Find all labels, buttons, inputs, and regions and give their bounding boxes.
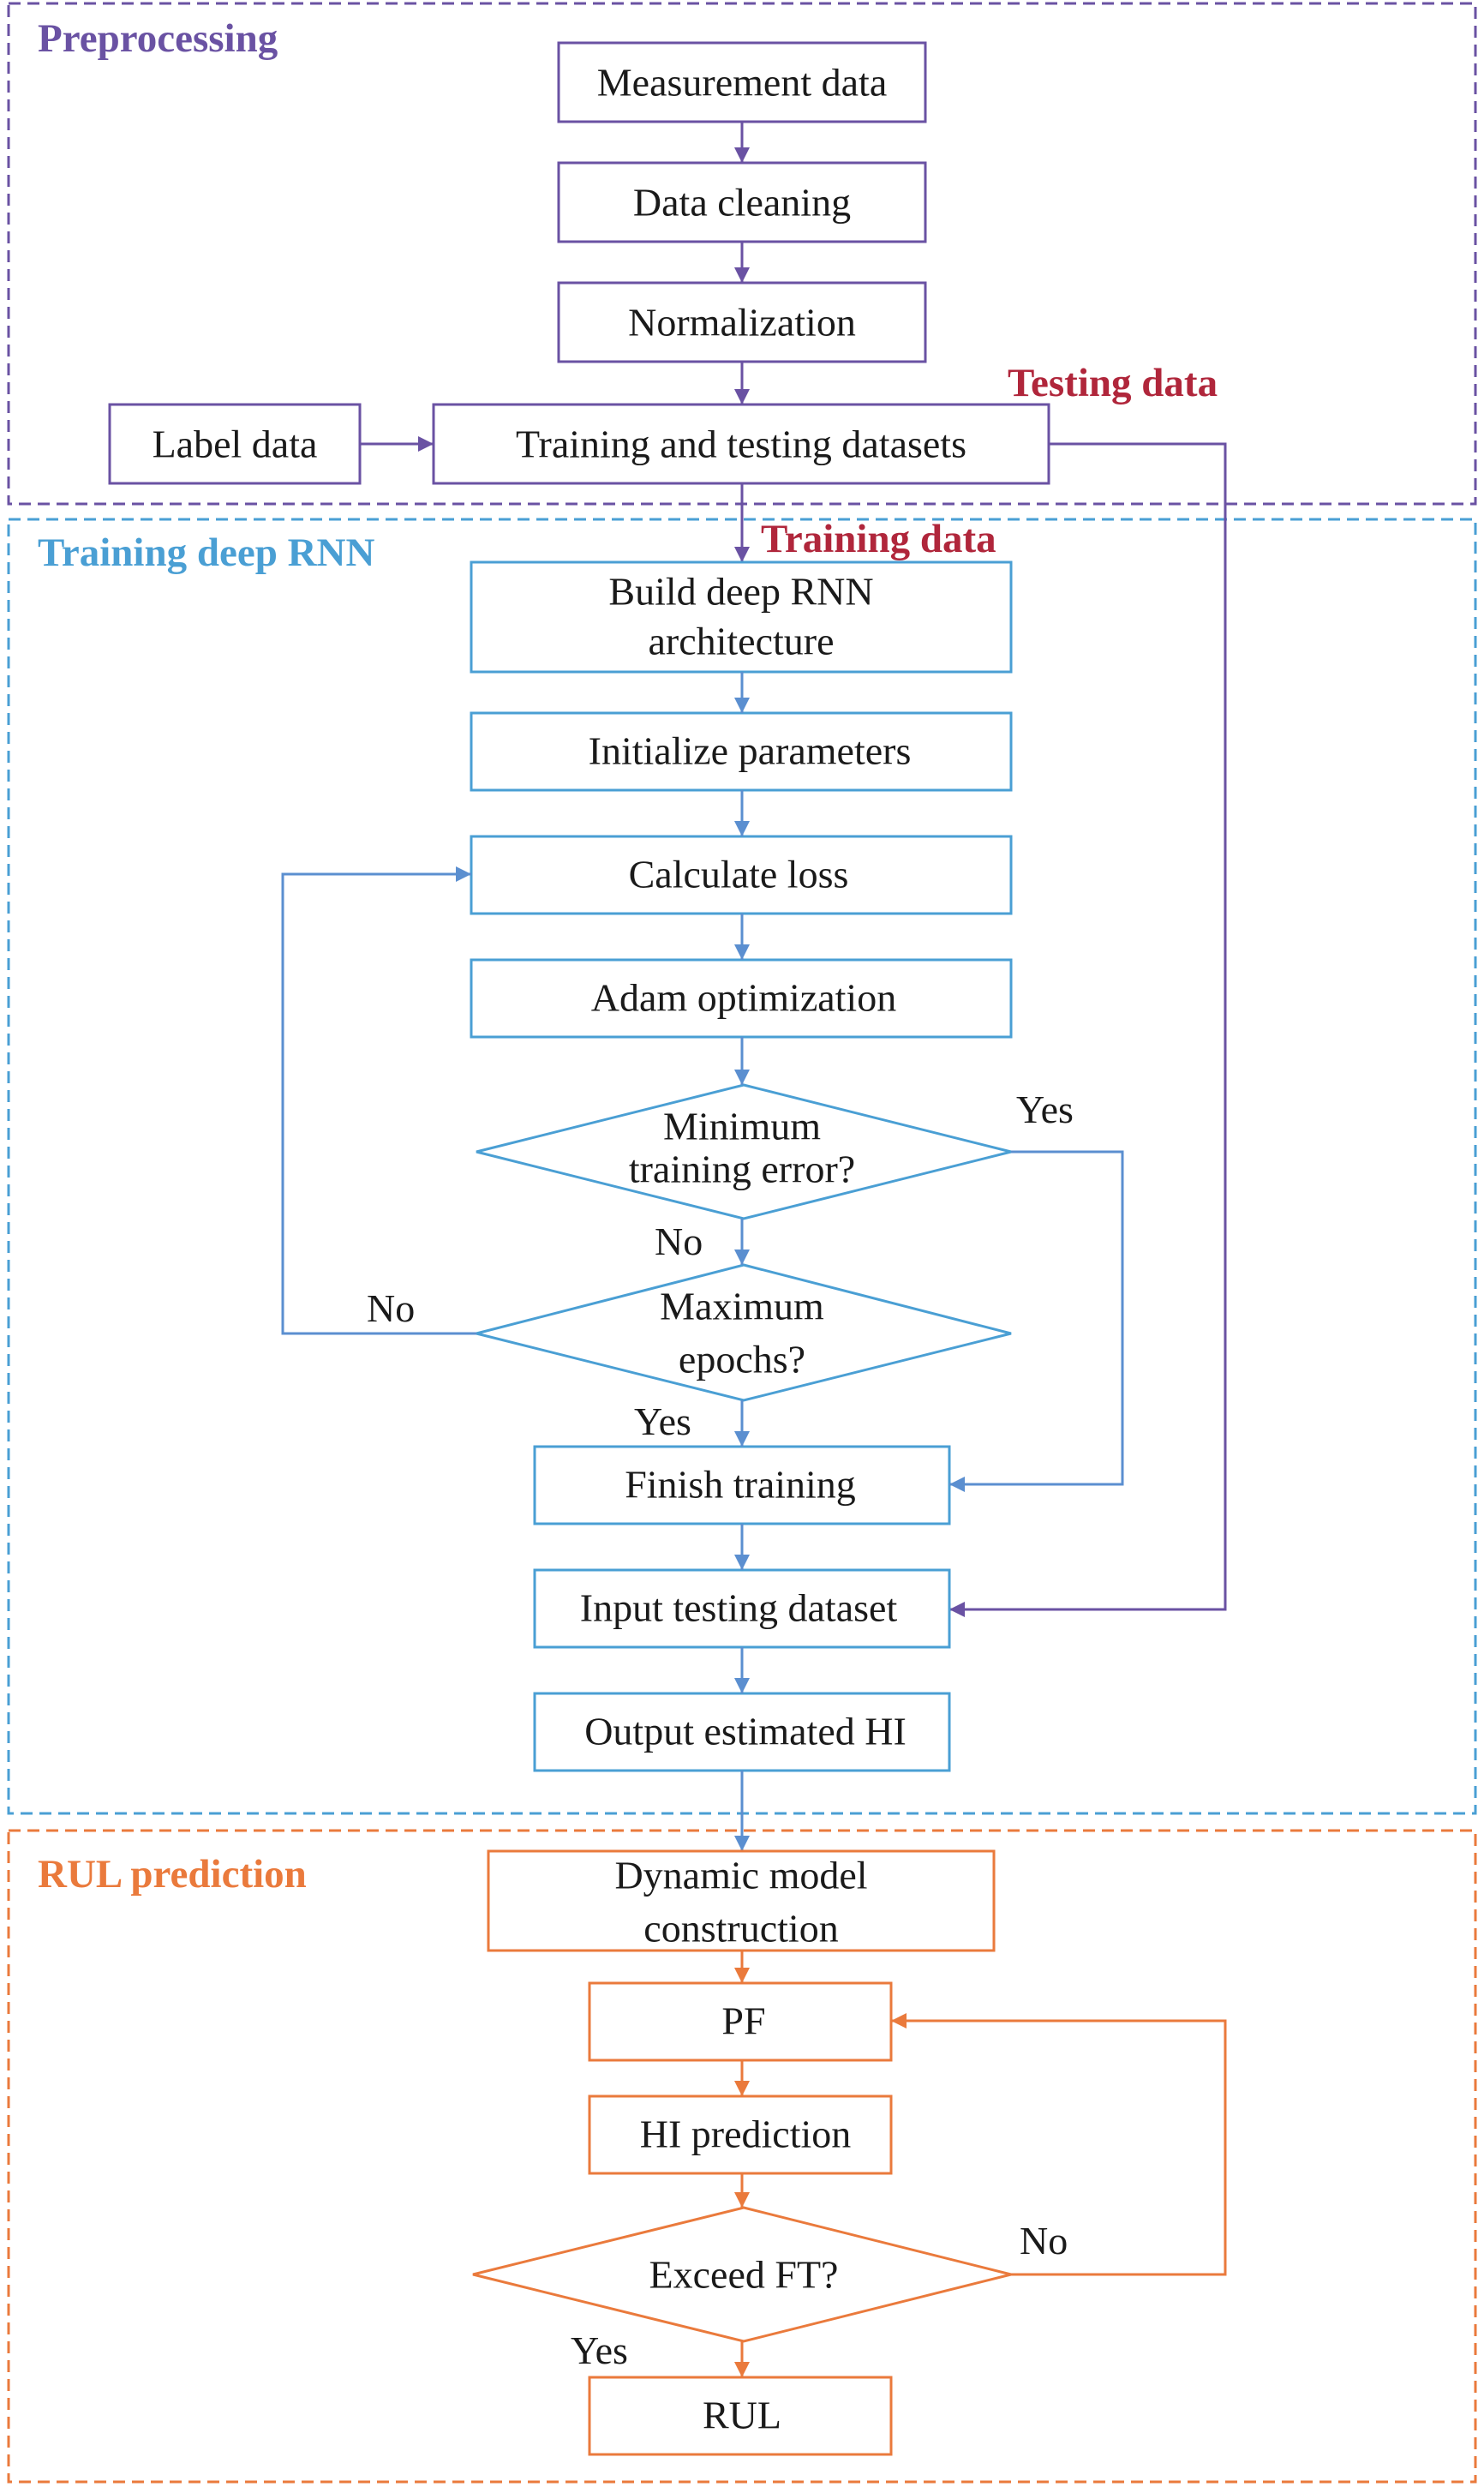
arrow-exceed-no	[891, 2013, 1227, 2276]
decision-minimum-training-error: Minimum training error?	[476, 1083, 1012, 1220]
node-label: Exceed FT?	[649, 2253, 839, 2297]
label-no-max-epochs: No	[367, 1286, 415, 1330]
rul-title: RUL prediction	[38, 1852, 307, 1897]
preprocessing-title: Preprocessing	[38, 16, 278, 61]
label-no-min-error: No	[655, 1220, 703, 1263]
node-label: Input testing dataset	[580, 1586, 898, 1630]
node-input-testing-dataset: Input testing dataset	[533, 1568, 951, 1649]
node-initialize-parameters: Initialize parameters	[470, 711, 1013, 792]
node-label: architecture	[648, 620, 834, 663]
arrow-testing-data	[949, 442, 1227, 1617]
label-yes-max-epochs: Yes	[634, 1399, 691, 1443]
node-label: construction	[643, 1907, 838, 1951]
node-label: Normalization	[628, 301, 856, 345]
node-output-estimated-hi: Output estimated HI	[533, 1692, 951, 1772]
testing-data-label: Testing data	[1008, 361, 1218, 405]
node-label: PF	[721, 1999, 765, 2043]
node-label: RUL	[703, 2394, 781, 2437]
node-label: Initialize parameters	[589, 729, 912, 773]
node-label: Finish training	[625, 1463, 856, 1507]
node-normalization: Normalization	[557, 281, 927, 363]
node-label: Build deep RNN	[608, 570, 873, 614]
node-label: Training and testing datasets	[516, 422, 966, 466]
node-label: Minimum	[663, 1105, 821, 1148]
decision-maximum-epochs: Maximum epochs?	[476, 1263, 1012, 1402]
node-calculate-loss: Calculate loss	[470, 835, 1013, 915]
node-label: epochs?	[679, 1338, 805, 1381]
arrow-min-error-yes	[949, 1150, 1124, 1492]
node-measurement-data: Measurement data	[557, 41, 927, 123]
node-label: Maximum	[660, 1285, 824, 1328]
decision-exceed-ft: Exceed FT?	[472, 2206, 1012, 2343]
node-data-cleaning: Data cleaning	[557, 161, 927, 243]
training-title: Training deep RNN	[38, 530, 374, 575]
node-finish-training: Finish training	[533, 1445, 951, 1525]
rul-frame	[7, 1829, 1477, 2484]
node-hi-prediction: HI prediction	[588, 2094, 893, 2175]
node-label: Calculate loss	[629, 853, 849, 896]
node-label: HI prediction	[640, 2112, 852, 2156]
node-label: Adam optimization	[591, 976, 896, 1020]
node-label-data: Label data	[108, 403, 362, 485]
label-yes-exceed: Yes	[571, 2328, 628, 2372]
training-data-label: Training data	[761, 517, 996, 561]
node-rul: RUL	[588, 2376, 893, 2456]
node-dynamic-model-construction: Dynamic model construction	[487, 1849, 996, 1952]
node-label: training error?	[629, 1148, 855, 1191]
arrow-max-epochs-no	[281, 866, 476, 1335]
node-pf: PF	[588, 1981, 893, 2062]
node-datasets: Training and testing datasets	[432, 403, 1050, 485]
node-label: Label data	[153, 422, 318, 466]
node-build-rnn: Build deep RNN architecture	[470, 560, 1013, 674]
label-no-exceed: No	[1020, 2219, 1068, 2262]
label-yes-min-error: Yes	[1016, 1088, 1074, 1131]
node-label: Measurement data	[597, 61, 887, 105]
node-label: Dynamic model	[614, 1854, 867, 1897]
node-adam-optimization: Adam optimization	[470, 958, 1013, 1039]
node-label: Data cleaning	[633, 181, 851, 225]
node-label: Output estimated HI	[584, 1710, 907, 1753]
